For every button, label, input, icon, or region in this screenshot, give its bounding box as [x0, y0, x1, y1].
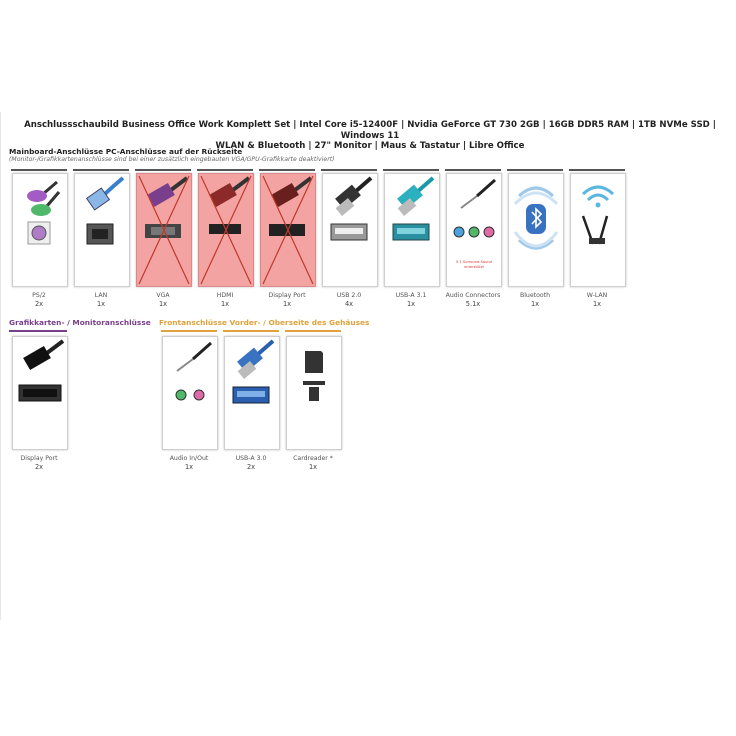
- port-card-usb31: [384, 173, 440, 287]
- port-count: 1x: [96, 300, 106, 308]
- usb3-cable-icon: [385, 174, 439, 286]
- mainboard-heading: Mainboard-Anschlüsse PC-Anschlüsse auf d…: [9, 147, 243, 156]
- port-card-front-usb30: [224, 336, 280, 450]
- displayport-cable-icon: [261, 174, 315, 286]
- audio-jack-icon: [447, 174, 501, 286]
- port-name: USB-A 3.1: [395, 292, 427, 299]
- bluetooth-icon: [509, 174, 563, 286]
- port-name: Audio In/Out: [169, 455, 209, 462]
- port-name: Display Port: [20, 455, 58, 462]
- port-card-displayport: [260, 173, 316, 287]
- port-count: 2x: [34, 463, 44, 471]
- gpu-heading: Grafikkarten- / Monitoranschlüsse: [9, 318, 151, 327]
- page-title: Anschlussschaubild Business Office Work …: [5, 120, 735, 152]
- port-card-wlan: [570, 173, 626, 287]
- port-count: 1x: [220, 300, 230, 308]
- port-count: 2x: [34, 300, 44, 308]
- lan-cable-icon: [75, 174, 129, 286]
- port-name: USB-A 3.0: [235, 455, 267, 462]
- port-card-front-cardreader: [286, 336, 342, 450]
- port-name: W-LAN: [586, 292, 608, 299]
- connection-diagram-sheet: Anschlussschaubild Business Office Work …: [0, 112, 736, 620]
- port-card-hdmi: [198, 173, 254, 287]
- port-card-usb2: [322, 173, 378, 287]
- port-card-gpu-displayport: [12, 336, 68, 450]
- port-count: 1x: [184, 463, 194, 471]
- port-name: Cardreader *: [293, 455, 333, 462]
- port-count: 2x: [246, 463, 256, 471]
- ps2-connector-icon: [13, 174, 67, 286]
- port-count: 1x: [530, 300, 540, 308]
- sd-card-icon: [287, 337, 341, 449]
- port-card-audio: 5.1 Surround-Sound unterstützt: [446, 173, 502, 287]
- port-count: 1x: [158, 300, 168, 308]
- port-name: USB 2.0: [336, 292, 362, 299]
- wifi-icon: [571, 174, 625, 286]
- vga-cable-icon: [137, 174, 191, 286]
- usb2-cable-icon: [323, 174, 377, 286]
- port-count: 1x: [282, 300, 292, 308]
- displayport-cable-icon: [13, 337, 67, 449]
- port-count: 4x: [344, 300, 354, 308]
- port-count: 5.1x: [465, 300, 481, 308]
- title-line-1: Anschlussschaubild Business Office Work …: [24, 120, 716, 141]
- port-name: Audio Connectors: [445, 292, 501, 299]
- audio-note: 5.1 Surround-Sound unterstützt: [456, 260, 492, 269]
- port-count: 1x: [308, 463, 318, 471]
- port-name: Display Port: [268, 292, 306, 299]
- front-heading: Frontanschlüsse Vorder- / Oberseite des …: [159, 318, 370, 327]
- port-count: 1x: [592, 300, 602, 308]
- hdmi-cable-icon: [199, 174, 253, 286]
- port-card-vga: [136, 173, 192, 287]
- port-count: 1x: [406, 300, 416, 308]
- port-name: VGA: [156, 292, 170, 299]
- title-line-2: WLAN & Bluetooth | 27" Monitor | Maus & …: [215, 141, 525, 151]
- port-card-ps2: [12, 173, 68, 287]
- port-name: Bluetooth: [519, 292, 551, 299]
- audio-jack-icon: [163, 337, 217, 449]
- port-name: PS/2: [32, 292, 46, 299]
- mainboard-subheading: (Monitor-/Grafikkartenanschlüsse sind be…: [9, 156, 335, 163]
- port-card-lan: [74, 173, 130, 287]
- port-name: LAN: [94, 292, 108, 299]
- port-name: HDMI: [216, 292, 234, 299]
- usb3-cable-icon: [225, 337, 279, 449]
- port-card-bluetooth: [508, 173, 564, 287]
- port-card-front-audio: [162, 336, 218, 450]
